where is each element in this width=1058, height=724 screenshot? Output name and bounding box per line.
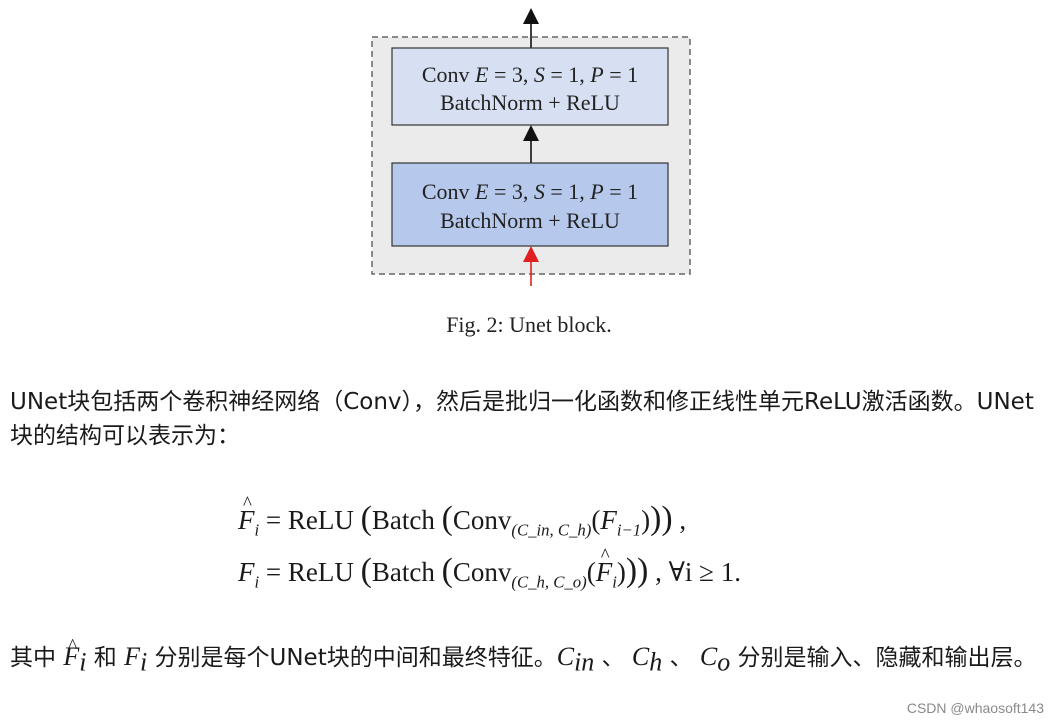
eq2-arg: F [596,545,613,588]
eq2-batch: Batch [371,557,435,587]
symbol-c-o: C [699,642,718,671]
para2-suffix: 分别是输入、隐藏和输出层。 [737,645,1037,671]
eq1-lhs-sub: i [254,520,260,540]
conv-block-bottom [391,162,669,247]
para2-prefix: 其中 [10,645,56,671]
conv-block-top-line2: BatchNorm + ReLU [440,90,620,115]
eq1-relu: ReLU [287,505,354,535]
para2-sep-1: 、 [601,645,625,671]
eq1-lhs: F [238,493,255,536]
watermark: CSDN @whaosoft143 [906,700,1044,716]
symbol-c-h: C [631,642,650,671]
symbol-f-i: F [124,642,140,671]
eq2-arg-sub: i [612,572,617,592]
eq2-conv-sub: (C_h, C_o) [511,572,587,592]
paragraph-intro: UNet块包括两个卷积神经网络（Conv），然后是批归一化函数和修正线性单元Re… [10,389,1034,449]
conv-block-bottom-line1: Conv E = 3, S = 1, P = 1 [422,179,638,204]
figure-caption: Fig. 2: Unet block. [446,312,612,337]
equation-1: Fi = ReLU (Batch (Conv(C_in, C_h)(Fi−1))… [238,493,687,540]
para2-and: 和 [93,645,117,671]
eq1-tail: , [679,505,687,535]
eq1-conv-sub: (C_in, C_h) [511,520,592,540]
unet-block-figure: Conv E = 3, S = 1, P = 1 BatchNorm + ReL… [371,8,691,286]
eq2-tail: , ∀i ≥ 1. [655,557,741,587]
symbol-c-in: C [556,642,575,671]
eq1-arg-sub: i−1 [616,520,642,540]
eq2-relu: ReLU [287,557,354,587]
symbol-f-hat-i: F [63,628,79,674]
conv-block-top-line1: Conv E = 3, S = 1, P = 1 [422,62,638,87]
conv-block-top [391,47,669,126]
eq2-conv: Conv [452,557,512,587]
para2-mid: 分别是每个UNet块的中间和最终特征。 [154,645,557,671]
equation-2: Fi = ReLU (Batch (Conv(C_h, C_o)(Fi))) ,… [238,545,741,592]
eq2-lhs-sub: i [254,572,260,592]
eq1-batch: Batch [371,505,435,535]
conv-block-bottom-line2: BatchNorm + ReLU [440,208,620,233]
para2-sep-2: 、 [669,645,693,671]
eq2-lhs: F [238,557,255,587]
eq1-conv: Conv [452,505,512,535]
eq1-arg: F [600,505,617,535]
paragraph-notation: 其中 Fi 和 Fi 分别是每个UNet块的中间和最终特征。Cin 、 Ch 、… [10,628,1050,680]
